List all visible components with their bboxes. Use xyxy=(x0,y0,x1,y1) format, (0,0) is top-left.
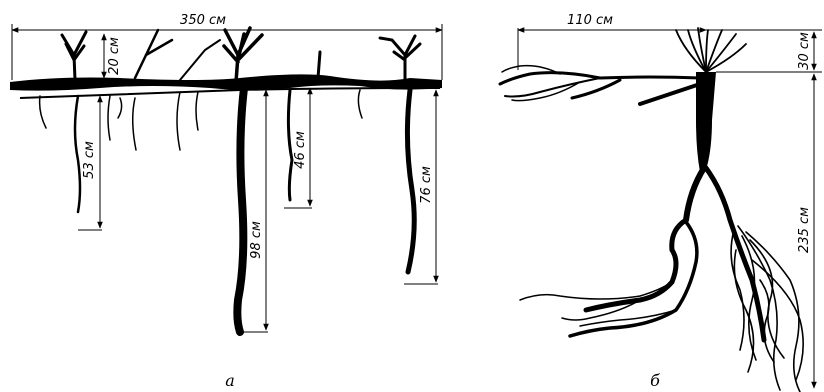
label-root-3-depth: 46 см xyxy=(293,131,308,169)
taproot-branches xyxy=(520,168,764,340)
dim-upper-depth-left: 20 см xyxy=(104,34,122,78)
caption-b: б xyxy=(650,371,660,390)
label-upper-depth-left: 20 см xyxy=(107,37,122,75)
right-panel: 110 см 30 см 235 см б xyxy=(500,12,822,392)
label-total-depth: 235 см xyxy=(797,207,812,253)
short-roots xyxy=(40,90,362,150)
caption-a: а xyxy=(225,371,235,390)
dim-total-depth: 235 см xyxy=(797,74,814,388)
lateral-roots xyxy=(500,66,700,104)
taproot xyxy=(696,72,716,172)
crown-shoots xyxy=(676,28,746,72)
label-root-1-depth: 53 см xyxy=(82,141,97,179)
dim-upper-depth-right: 30 см xyxy=(797,32,814,70)
label-root-4-depth: 76 см xyxy=(419,166,434,204)
label-upper-depth-right: 30 см xyxy=(797,32,812,70)
dim-total-width: 350 см xyxy=(12,12,442,80)
dim-root-1: 53 см xyxy=(78,96,102,230)
left-panel: 350 см 20 см 53 см 98 см 46 см xyxy=(10,12,442,390)
label-spread-width: 110 см xyxy=(567,13,613,28)
label-total-width: 350 см xyxy=(180,13,226,28)
label-root-2-depth: 98 см xyxy=(249,221,264,259)
long-roots xyxy=(75,88,414,332)
dim-spread-width: 110 см xyxy=(518,12,706,70)
